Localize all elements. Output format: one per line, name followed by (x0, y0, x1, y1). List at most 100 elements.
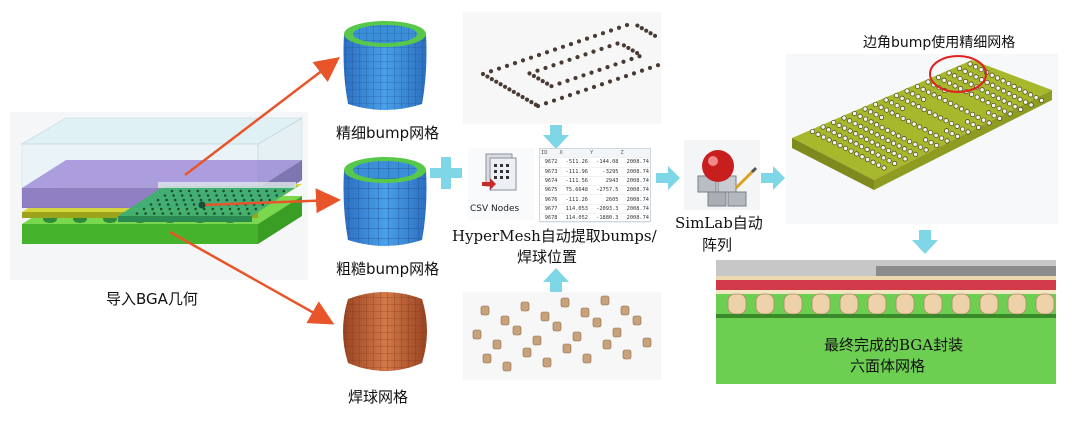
bump-position-dot (599, 46, 604, 52)
solder-ball-marker (482, 353, 492, 364)
board-bump-dot (837, 142, 843, 149)
bump-position-dot (559, 60, 564, 65)
bump-position-dot (516, 92, 521, 97)
board-bump-dot (858, 123, 864, 129)
bump-position-dot (599, 82, 605, 87)
board-bump-dot (1002, 108, 1008, 114)
bump-dot (234, 198, 237, 202)
board-bump-dot (905, 98, 911, 104)
hypermesh-extract-label-line1: HyperMesh自动提取bumps/ (452, 227, 657, 245)
coarse-bump-mesh-image (343, 157, 427, 246)
cyan-arrow-right-2 (761, 166, 785, 190)
csv-cell: 9678 (540, 213, 559, 224)
final-solder-ball (839, 293, 859, 315)
bump-dot (185, 207, 189, 211)
solder-ball-marker (612, 327, 622, 338)
board-bump-dot (965, 119, 971, 125)
bump-dot (204, 212, 208, 215)
bump-position-dot (608, 28, 614, 33)
bump-dot (251, 198, 254, 202)
board-bump-dot (901, 136, 907, 142)
bump-dot (238, 212, 242, 215)
bump-position-dot (496, 66, 502, 71)
bump-dot (259, 198, 263, 202)
board-bump-dot (965, 129, 971, 135)
bump-position-dot (616, 25, 622, 30)
board-bump-dot (879, 124, 885, 131)
bump-position-dot (536, 52, 542, 58)
csv-header-cell: ID (540, 149, 559, 159)
board-bump-dot (986, 120, 992, 126)
board-bump-dot (841, 115, 847, 121)
bump-dot (168, 207, 172, 211)
board-bump-dot (876, 162, 882, 168)
bump-position-dot (575, 54, 580, 60)
board-bump-dot (917, 124, 923, 130)
bump-dot (151, 207, 154, 211)
board-bump-dot (981, 117, 987, 123)
board-bump-dot (1006, 81, 1012, 87)
board-bump-dot (890, 130, 896, 136)
bump-position-dot (629, 56, 634, 62)
board-bump-dot (820, 124, 826, 130)
board-bump-dot (921, 96, 927, 102)
board-bump-dot (904, 88, 910, 94)
bump-dot (158, 203, 161, 206)
bump-dot (213, 189, 217, 193)
board-bump-dot (948, 100, 954, 106)
solder-ball-marker (532, 335, 542, 346)
final-solder-ball (895, 293, 915, 315)
board-bump-dot (842, 125, 848, 131)
bump-dot (184, 203, 187, 206)
board-bump-dot (870, 149, 876, 155)
board-bump-dot (853, 141, 859, 147)
bump-position-dot (529, 100, 534, 105)
solder-ball-marker (620, 305, 630, 316)
bump-dot (254, 207, 258, 211)
solder-ball-marker (572, 331, 582, 342)
bump-dot (198, 194, 201, 197)
bump-dot (256, 189, 260, 193)
board-bump-dot (952, 83, 958, 89)
board-bump-dot (864, 136, 870, 142)
bump-dot (223, 194, 227, 197)
csv-cell: 2008.74 (619, 194, 650, 205)
bump-position-dot (544, 50, 550, 55)
board-bump-dot (934, 142, 940, 148)
bump-position-dot (626, 45, 631, 51)
board-bump-dot (1033, 95, 1039, 101)
board-bump-dot (1001, 88, 1007, 94)
board-bump-dot (933, 132, 939, 138)
bump-position-dot (551, 98, 557, 103)
solder-ball-marker (502, 361, 512, 372)
board-bump-dot (996, 105, 1002, 111)
board-bump-dot (843, 145, 849, 151)
board-bump-dot (889, 100, 895, 106)
solder-ball-marker (632, 315, 642, 326)
bump-dot (265, 189, 268, 193)
csv-header-cell: X (558, 149, 589, 159)
board-bump-dot (969, 91, 975, 97)
board-bump-dot (957, 65, 963, 72)
board-bump-dot (875, 152, 881, 158)
bump-position-dot (605, 65, 610, 70)
board-bump-dot (975, 114, 981, 120)
bump-dot (149, 203, 153, 206)
cyan-arrow-down-top (543, 125, 569, 149)
board-bump-dot (878, 104, 884, 110)
board-bump-dot (944, 128, 950, 134)
board-bump-dot (962, 68, 968, 74)
bump-dot (187, 189, 191, 193)
final-solder-ball (867, 293, 887, 315)
board-bump-dot (896, 133, 902, 139)
bump-position-dot (575, 90, 581, 95)
board-bump-dot (923, 147, 929, 153)
board-bump-dot (911, 121, 917, 127)
board-bump-dot (954, 123, 960, 129)
bump-dot (282, 189, 286, 193)
bump-dot (142, 207, 146, 211)
board-bump-dot (885, 127, 891, 133)
board-bump-dot (891, 150, 897, 156)
